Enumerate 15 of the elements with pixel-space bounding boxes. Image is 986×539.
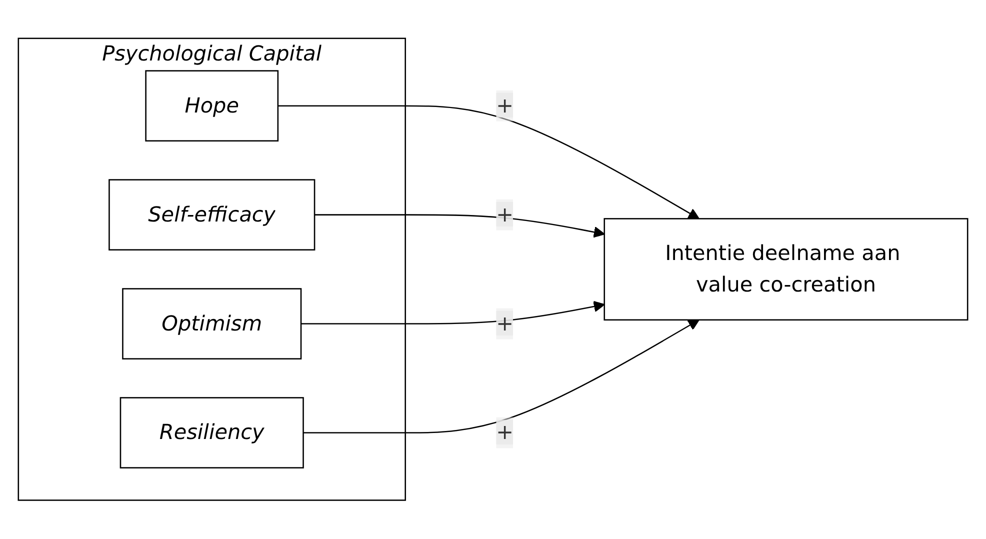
diagram: Psychological Capital + + + + Hope Self-efficacy Optimism Resiliency Intentie deelname aan value co-creation [8, 28, 978, 511]
node-box [122, 288, 302, 360]
edge-label: + [496, 311, 514, 336]
edge-label: + [496, 93, 514, 118]
node-box [145, 70, 279, 142]
arrow [278, 105, 700, 220]
edge-label: + [496, 202, 514, 227]
node-box [120, 397, 304, 469]
arrow [314, 214, 605, 238]
arrow [301, 301, 605, 325]
edge-label: + [496, 420, 514, 445]
arrow [303, 320, 700, 434]
node-box [604, 218, 968, 321]
node-box [108, 179, 316, 251]
cluster [18, 38, 406, 502]
